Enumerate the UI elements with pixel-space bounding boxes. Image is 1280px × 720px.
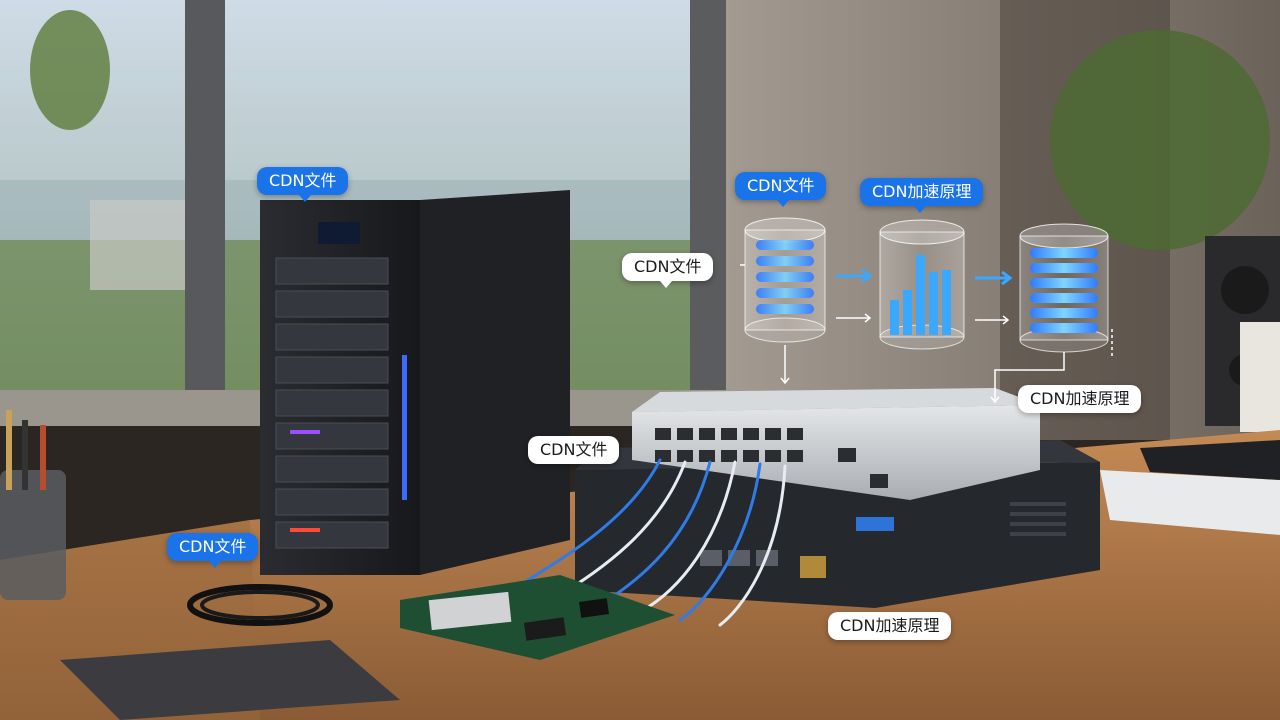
server-label-text: CDN文件 bbox=[269, 171, 337, 190]
cylinder-input-label: CDN文件 bbox=[622, 253, 714, 288]
cable-label-text: CDN文件 bbox=[179, 537, 247, 556]
cylinder-2-label-text: CDN加速原理 bbox=[872, 182, 972, 201]
cylinder-1-label-text: CDN文件 bbox=[747, 176, 815, 195]
switch-right-label: CDN加速原理 bbox=[1018, 385, 1142, 413]
data-cylinders bbox=[740, 217, 1113, 404]
cylinder-input-label-text: CDN文件 bbox=[634, 257, 702, 276]
switch-port-label: CDN文件 bbox=[528, 436, 620, 464]
switch-port-label-text: CDN文件 bbox=[540, 440, 608, 459]
cylinder-1-label: CDN文件 bbox=[735, 172, 827, 207]
switch-right-label-text: CDN加速原理 bbox=[1030, 389, 1130, 408]
cable-label: CDN文件 bbox=[167, 533, 259, 568]
server-label: CDN文件 bbox=[257, 167, 349, 202]
bottom-switch-label-text: CDN加速原理 bbox=[840, 616, 940, 635]
cylinder-2-label: CDN加速原理 bbox=[860, 178, 984, 213]
bottom-switch-label: CDN加速原理 bbox=[828, 612, 952, 640]
